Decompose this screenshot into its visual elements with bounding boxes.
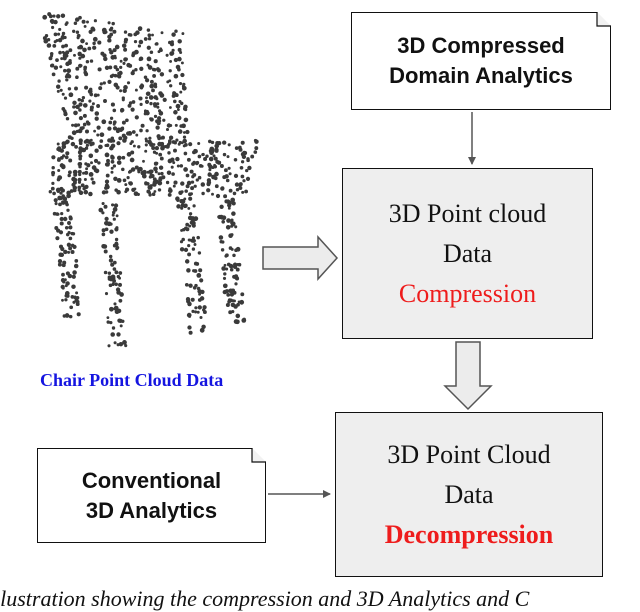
- decompression-box: 3D Point Cloud Data Decompression: [335, 412, 603, 577]
- conventional-line1: Conventional: [81, 467, 222, 493]
- decompression-line1: 3D Point Cloud: [387, 439, 551, 469]
- decompression-line2: Data: [444, 479, 494, 509]
- note-compressed-domain-analytics: 3D Compressed Domain Analytics: [351, 12, 611, 110]
- chair-point-cloud-image: [42, 12, 259, 348]
- figure-caption: llustration showing the compression and …: [0, 586, 530, 611]
- chair-caption: Chair Point Cloud Data: [40, 370, 224, 390]
- conventional-line2: 3D Analytics: [85, 497, 218, 523]
- compression-box: 3D Point cloud Data Compression: [342, 168, 593, 339]
- compressed-domain-line1: 3D Compressed: [397, 33, 565, 58]
- compression-label: Compression: [398, 278, 537, 308]
- compressed-domain-line2: Domain Analytics: [389, 63, 573, 88]
- compression-line2: Data: [442, 238, 493, 268]
- decompression-label: Decompression: [384, 519, 554, 549]
- compression-line1: 3D Point cloud: [388, 198, 547, 228]
- note-conventional-analytics: Conventional 3D Analytics: [37, 448, 266, 543]
- block-arrow-down: [443, 341, 493, 411]
- block-arrow-right: [262, 235, 339, 281]
